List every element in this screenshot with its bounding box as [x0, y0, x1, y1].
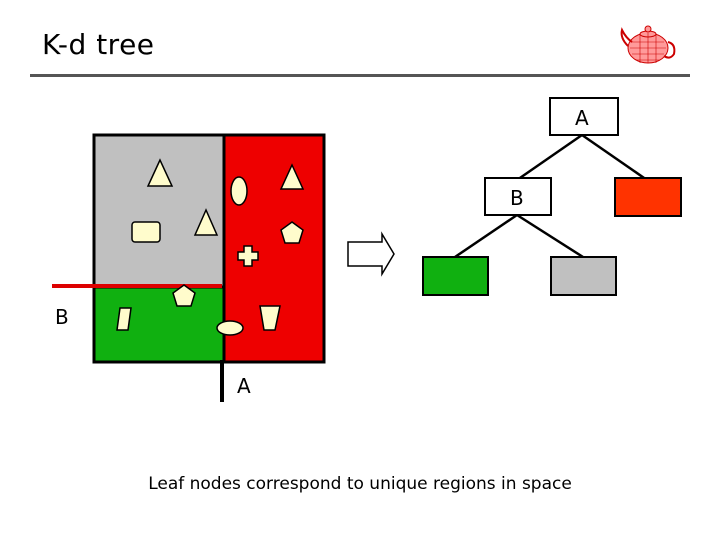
tree-structure: A B — [422, 97, 682, 296]
tree-node-root-label: A — [575, 106, 589, 130]
cross-shape — [237, 245, 259, 267]
tree-edge — [454, 213, 518, 259]
pentagon-shape — [280, 221, 304, 244]
teapot-logo-icon — [620, 25, 676, 64]
ellipse-shape — [216, 320, 244, 336]
tree-edge — [516, 213, 584, 259]
tree-leaf-gray — [550, 256, 617, 296]
tree-node-b — [484, 177, 552, 216]
triangle-shape — [193, 208, 219, 236]
tree-edge — [516, 133, 583, 182]
split-label-b: B — [55, 305, 69, 329]
ellipse-shape — [230, 176, 248, 206]
tree-node-b-label: B — [510, 186, 524, 210]
trapezoid-shape — [259, 305, 281, 331]
space-partition: A B — [52, 133, 326, 402]
tree-leaf-green — [422, 256, 489, 296]
green-region — [92, 285, 226, 364]
triangle-shape — [146, 158, 174, 187]
split-label-a: A — [237, 374, 251, 398]
right-arrow-icon — [347, 231, 395, 277]
title-divider — [30, 74, 690, 77]
rectangle-shape — [131, 221, 161, 243]
slide-title: K-d tree — [42, 28, 155, 61]
tree-edge — [581, 133, 648, 182]
pentagon-shape — [172, 284, 196, 307]
tree-leaf-red — [614, 177, 682, 217]
gray-region — [92, 133, 226, 289]
caption: Leaf nodes correspond to unique regions … — [148, 474, 572, 494]
parallelogram-shape — [116, 307, 132, 331]
tree-node-root — [549, 97, 619, 136]
triangle-shape — [279, 163, 305, 190]
